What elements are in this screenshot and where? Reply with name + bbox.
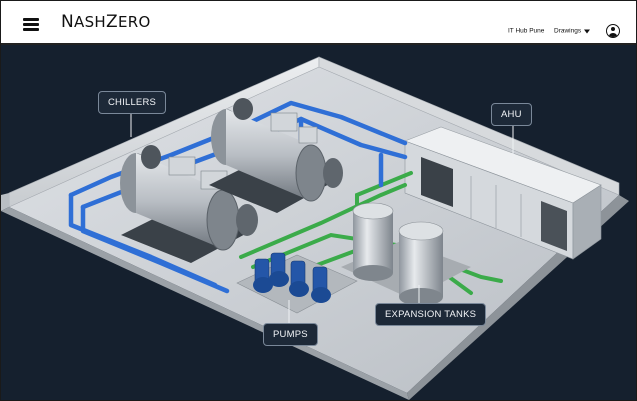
chevron-down-icon <box>584 29 591 33</box>
ahu-label[interactable]: AHU <box>491 103 532 126</box>
pumps-label[interactable]: PUMPS <box>263 323 318 346</box>
user-account-icon[interactable] <box>606 24 620 38</box>
plant-room-scene <box>1 56 629 400</box>
top-navigation-bar: NASHZERO IT Hub Pune Drawings <box>1 1 636 45</box>
3d-plant-viewer[interactable]: CHILLERS AHU PUMPS EXPANSION TANKS <box>1 45 636 400</box>
hamburger-menu-icon[interactable] <box>23 18 39 31</box>
back-right-wall <box>318 56 620 196</box>
drawings-label: Drawings <box>554 27 582 35</box>
chillers-label[interactable]: CHILLERS <box>98 91 167 114</box>
ahu-unit[interactable] <box>404 126 602 260</box>
chiller-2[interactable] <box>209 98 343 213</box>
site-name: IT Hub Pune <box>508 27 545 35</box>
pump-skid[interactable] <box>236 252 358 314</box>
expansion-tanks[interactable] <box>341 202 471 306</box>
expansion-tanks-label[interactable]: EXPANSION TANKS <box>375 303 487 326</box>
drawings-dropdown[interactable]: Drawings <box>554 27 591 35</box>
brand-logo: NASHZERO <box>61 12 151 32</box>
